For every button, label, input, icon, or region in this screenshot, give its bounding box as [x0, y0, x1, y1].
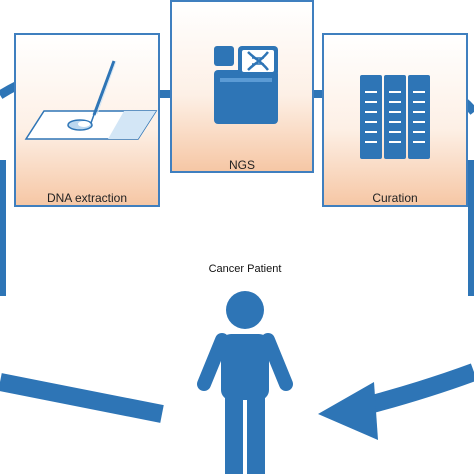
rack-2 — [384, 75, 406, 159]
connector-dna-ngs — [158, 90, 172, 98]
person-left-leg — [225, 392, 243, 474]
rack-slots — [365, 91, 425, 143]
rack-1 — [360, 75, 382, 159]
dna-helix-icon — [247, 51, 269, 71]
step-dna-extraction: DNA extraction — [14, 33, 160, 207]
patient-label: Cancer Patient — [208, 263, 282, 275]
bottom-left-arc — [0, 373, 164, 423]
pipette-highlight — [96, 60, 117, 115]
right-edge-bar — [468, 160, 474, 296]
left-edge-bar — [0, 160, 6, 296]
step-label: DNA extraction — [46, 191, 128, 205]
person-right-arm — [261, 333, 293, 391]
step-curation: Curation — [322, 33, 468, 207]
pipette-body — [92, 60, 116, 116]
person-torso — [221, 334, 269, 400]
sequencer-icon — [214, 46, 278, 124]
slide-label-area — [108, 111, 156, 139]
sequencer-slot — [220, 78, 272, 82]
step-ngs: NGS — [170, 0, 314, 173]
sequencer-left-module — [214, 46, 234, 66]
rack-3 — [408, 75, 430, 159]
pipette-tip — [90, 108, 97, 124]
sequencer-body — [214, 70, 278, 124]
server-racks-icon — [360, 75, 430, 159]
connector-ngs-curation — [312, 90, 322, 98]
person-left-arm — [197, 333, 229, 391]
pipette-slide-icon — [24, 60, 158, 140]
step-label: NGS — [228, 158, 255, 172]
step-label: Curation — [372, 191, 418, 205]
person-head — [226, 291, 264, 329]
bottom-right-arrowhead — [318, 382, 378, 440]
sample-drop-inner — [78, 121, 90, 127]
person-right-leg — [247, 392, 265, 474]
